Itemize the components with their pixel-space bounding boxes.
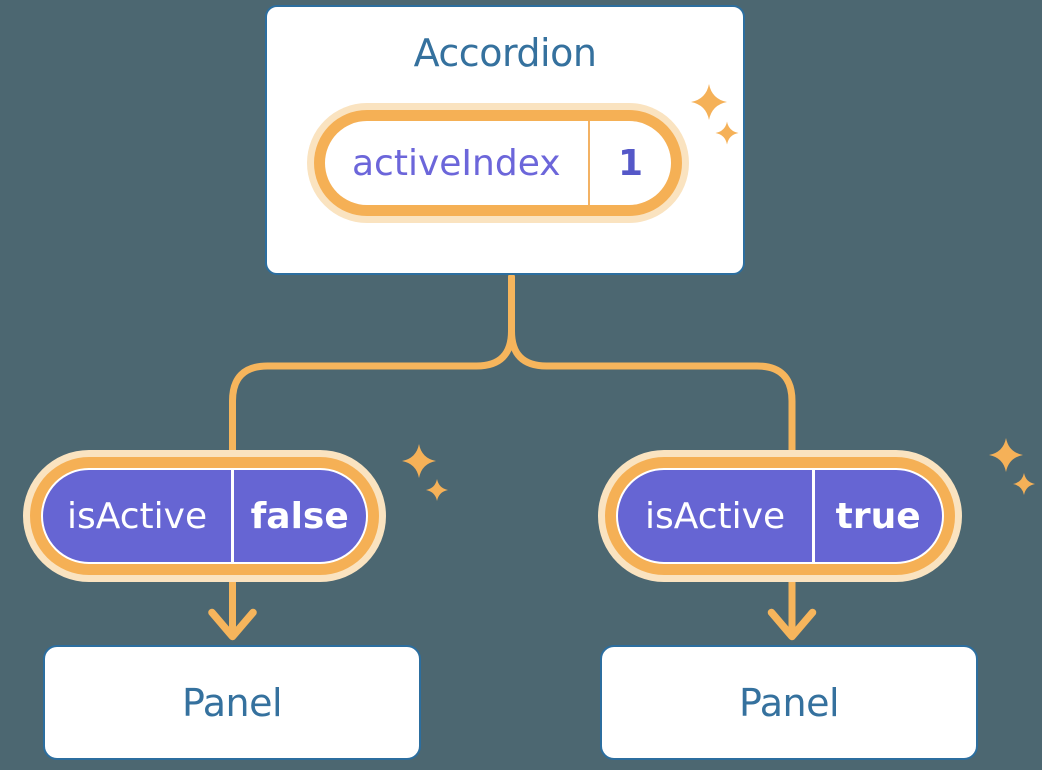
sparkle-icon — [402, 444, 436, 478]
state-pill-divider — [587, 121, 591, 205]
state-pill-ring: activeIndex 1 — [314, 110, 683, 216]
sparkle-icon — [426, 479, 448, 501]
prop-pill-divider — [812, 470, 815, 562]
prop-name-label: isActive — [67, 495, 208, 537]
panel-card-right: Panel — [600, 645, 978, 760]
prop-name-label: isActive — [645, 495, 786, 537]
state-name-label: activeIndex — [352, 142, 561, 184]
panel-card-left: Panel — [43, 645, 421, 760]
state-pill-body: activeIndex 1 — [325, 121, 672, 205]
prop-pill-ring: isActive false — [30, 457, 379, 575]
prop-pill-body: isActive false — [41, 468, 368, 564]
state-pill: activeIndex 1 — [307, 103, 690, 223]
accordion-title: Accordion — [413, 31, 597, 75]
sparkle-icon — [989, 438, 1023, 472]
panel-label: Panel — [738, 680, 840, 725]
prop-pill-ring: isActive true — [605, 457, 955, 575]
prop-value-label: true — [835, 495, 921, 537]
down-arrow-icon — [767, 608, 817, 641]
prop-pill-isactive-true: isActive true — [598, 450, 962, 582]
prop-value-label: false — [250, 495, 349, 537]
down-arrow-icon — [208, 608, 257, 641]
state-value-label: 1 — [618, 142, 644, 184]
prop-pill-isactive-false: isActive false — [23, 450, 386, 582]
panel-label: Panel — [181, 680, 283, 725]
prop-pill-body: isActive true — [616, 468, 944, 564]
sparkle-icon — [1013, 473, 1035, 495]
